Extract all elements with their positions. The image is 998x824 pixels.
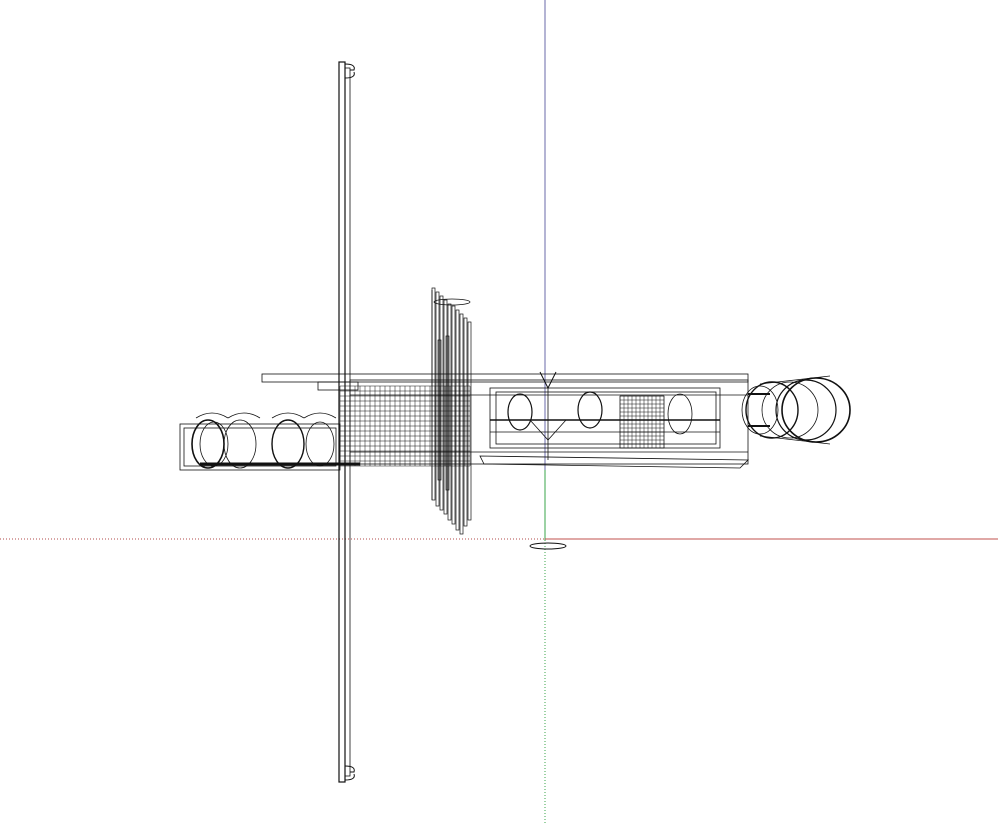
boom[interactable] — [431, 290, 471, 500]
wireframe-model[interactable] — [179, 61, 851, 783]
main-hull[interactable] — [261, 373, 749, 469]
center-equipment[interactable] — [490, 371, 720, 460]
forward-module[interactable] — [741, 375, 851, 445]
radiator-fins[interactable] — [431, 287, 472, 535]
origin-marker — [529, 542, 567, 550]
solar-array-mast[interactable] — [338, 61, 355, 783]
radiator-panel[interactable] — [339, 385, 665, 467]
aft-module[interactable] — [179, 412, 360, 471]
